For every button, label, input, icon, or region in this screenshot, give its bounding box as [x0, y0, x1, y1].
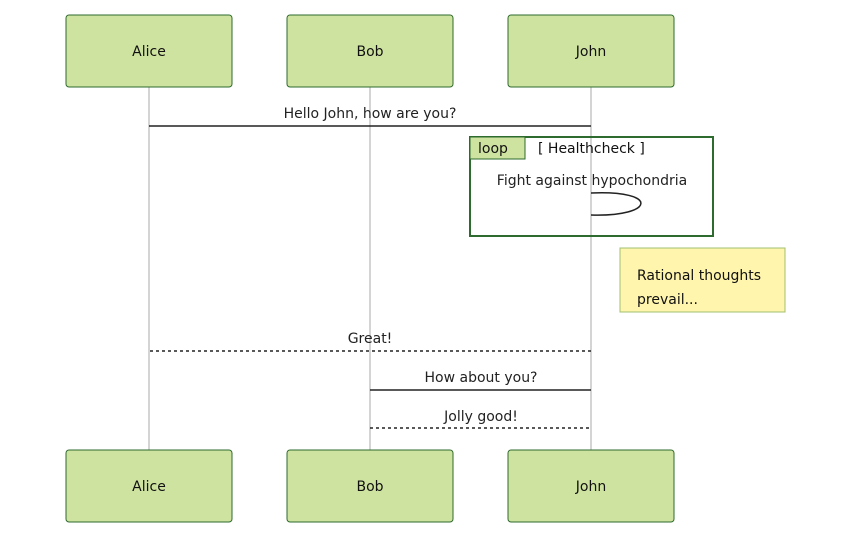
actor-box	[507, 14, 675, 88]
message-how-about-you: How about you?	[370, 370, 591, 391]
actor-label: Bob	[356, 479, 383, 495]
note-line-2: prevail...	[637, 292, 698, 308]
loop-condition: [ Healthcheck ]	[538, 141, 645, 157]
actor-bob-bottom[interactable]: Bob	[286, 449, 454, 523]
message-label: Hello John, how are you?	[284, 106, 457, 122]
message-label: Fight against hypochondria	[497, 173, 687, 189]
actor-label: Alice	[132, 479, 166, 495]
message-great: Great!	[149, 331, 591, 352]
loop-keyword: loop	[478, 141, 508, 157]
actor-label: John	[575, 44, 606, 60]
loop-frame	[469, 136, 714, 237]
message-label: Great!	[348, 331, 393, 347]
note-line-1: Rational thoughts	[637, 268, 761, 284]
actor-john-top[interactable]: John	[507, 14, 675, 88]
message-label: Jolly good!	[443, 409, 518, 425]
actor-john-bottom[interactable]: John	[507, 449, 675, 523]
actor-alice-bottom[interactable]: Alice	[65, 449, 233, 523]
actor-box	[65, 449, 233, 523]
actor-label: Alice	[132, 44, 166, 60]
actor-alice-top[interactable]: Alice	[65, 14, 233, 88]
actor-box	[507, 449, 675, 523]
actor-label: Bob	[356, 44, 383, 60]
loop-tab	[469, 136, 526, 160]
actor-box	[286, 449, 454, 523]
actor-label: John	[575, 479, 606, 495]
message-jolly-good: Jolly good!	[370, 409, 591, 429]
actor-box	[65, 14, 233, 88]
self-message-arrow	[590, 192, 642, 216]
actor-box	[286, 14, 454, 88]
message-label: How about you?	[425, 370, 538, 386]
message-hello-john: Hello John, how are you?	[149, 106, 591, 127]
note: Rational thoughts prevail...	[619, 247, 786, 313]
note-box	[619, 247, 786, 313]
actor-bob-top[interactable]: Bob	[286, 14, 454, 88]
loop-block: loop [ Healthcheck ] Fight against hypoc…	[469, 136, 714, 237]
